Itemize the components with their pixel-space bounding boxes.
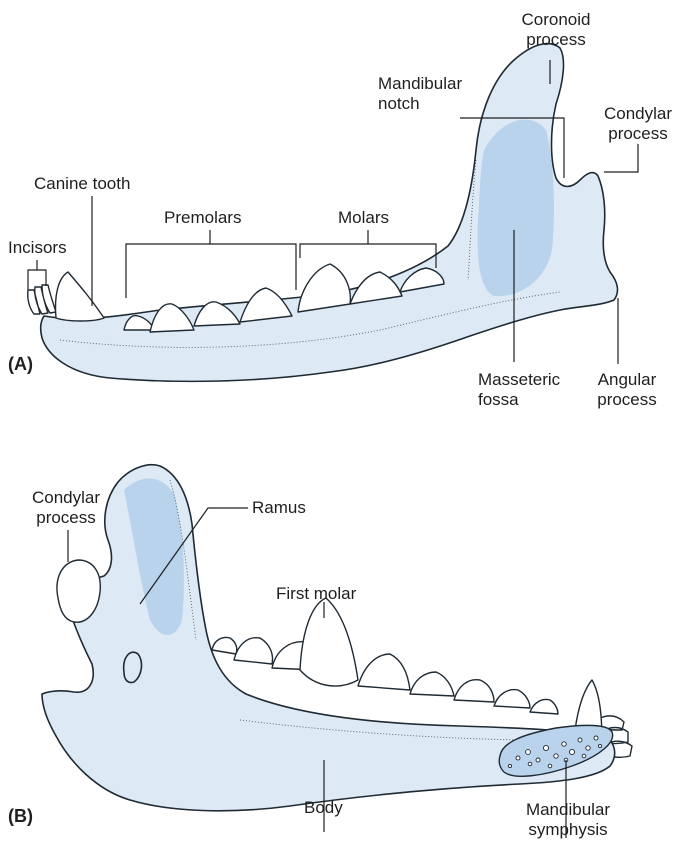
label-coronoid-process: Coronoid process	[516, 10, 596, 50]
panel-b-drawing	[42, 465, 632, 838]
tooth-b-9	[530, 700, 558, 715]
incisor-teeth	[28, 285, 56, 314]
label-mandibular-symphysis: Mandibular symphysis	[516, 800, 620, 840]
molar-1	[298, 264, 350, 312]
bracket-molars	[300, 230, 436, 268]
tooth-b-5	[358, 654, 410, 690]
premolar-4	[240, 288, 292, 322]
label-condylar-process-b: Condylar process	[8, 488, 124, 528]
label-ramus: Ramus	[252, 498, 306, 518]
bracket-premolars	[126, 230, 296, 298]
label-body: Body	[304, 798, 343, 818]
mandibular-foramen	[124, 652, 142, 682]
tooth-b-1	[212, 638, 237, 655]
label-canine-tooth: Canine tooth	[34, 174, 130, 194]
label-condylar-process-a: Condylar process	[596, 104, 680, 144]
masseteric-fossa-shading	[478, 120, 554, 297]
label-premolars: Premolars	[164, 208, 241, 228]
leader-condylar-a	[604, 144, 638, 172]
tooth-b-8	[494, 690, 530, 708]
label-masseteric-fossa: Masseteric fossa	[478, 370, 560, 410]
tooth-b-6	[410, 672, 454, 696]
panel-b-tag: (B)	[8, 806, 33, 827]
label-molars: Molars	[338, 208, 389, 228]
label-mandibular-notch: Mandibular notch	[378, 74, 462, 114]
label-first-molar: First molar	[276, 584, 356, 604]
tooth-b-2	[234, 638, 273, 664]
first-molar-shape	[300, 598, 358, 686]
tooth-b-7	[454, 680, 494, 702]
panel-a-drawing	[28, 44, 638, 382]
label-angular-process: Angular process	[580, 370, 674, 410]
label-incisors: Incisors	[8, 238, 67, 258]
canine-tooth-shape	[56, 272, 105, 321]
panel-a-tag: (A)	[8, 354, 33, 375]
